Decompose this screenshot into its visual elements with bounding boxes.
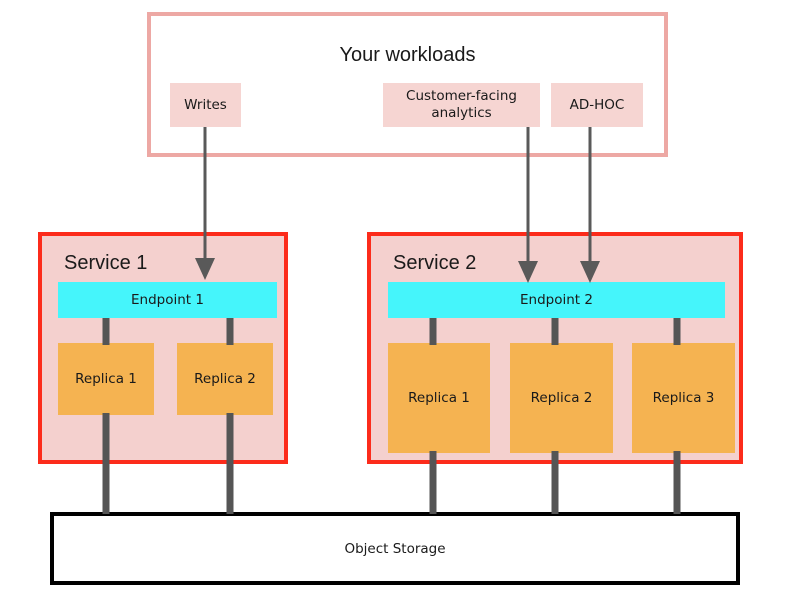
workload-chip-writes[interactable]: Writes — [170, 83, 241, 127]
service-1-endpoint[interactable]: Endpoint 1 — [58, 282, 277, 318]
workload-chip-ad-hoc[interactable]: AD-HOC — [551, 83, 643, 127]
object-storage-box: Object Storage — [50, 512, 740, 585]
service-1-replica-1[interactable]: Replica 1 — [58, 343, 154, 415]
service-1-label: Service 1 — [64, 252, 148, 274]
service-2-label: Service 2 — [393, 252, 477, 274]
service-2-replica-2[interactable]: Replica 2 — [510, 343, 613, 453]
service-1-replica-2[interactable]: Replica 2 — [177, 343, 273, 415]
service-2-replica-1[interactable]: Replica 1 — [388, 343, 490, 453]
service-2-endpoint[interactable]: Endpoint 2 — [388, 282, 725, 318]
workload-chip-customer-facing-analytics[interactable]: Customer-facing analytics — [383, 83, 540, 127]
service-2-replica-3[interactable]: Replica 3 — [632, 343, 735, 453]
workloads-title: Your workloads — [339, 44, 476, 66]
